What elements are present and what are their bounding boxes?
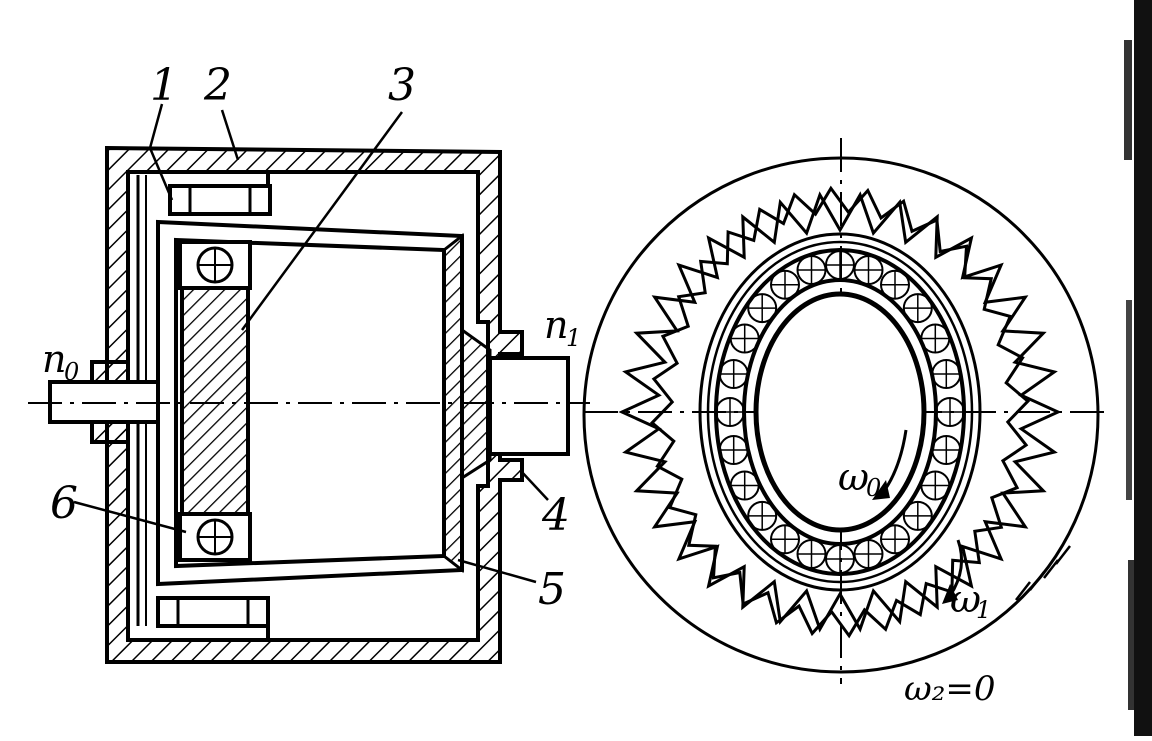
rigid-gear-teeth (618, 191, 1062, 633)
bearing-ball (880, 524, 910, 555)
bearing-ball (747, 500, 778, 531)
bearing-balls (715, 250, 965, 574)
labels: 1 2 3 4 5 6 n 0 n 1 ω 0 ω 1 ω₂=0 (42, 60, 995, 709)
bearing-ball (718, 435, 749, 465)
input-speed-label: n 0 (42, 337, 79, 386)
sectional-view (28, 103, 590, 664)
tooth-profiles (618, 185, 1062, 639)
callout-2: 2 (203, 60, 232, 111)
bearing-ball (825, 250, 855, 280)
svg-text:n: n (42, 337, 66, 381)
output-speed-label: n 1 (544, 303, 581, 352)
rigid-teeth-top (168, 184, 272, 216)
flexspline-inner (706, 240, 974, 584)
flexspline-teeth (649, 185, 1031, 639)
end-view (582, 138, 1104, 684)
bearing-ball (770, 269, 800, 300)
bearing-ball (853, 255, 884, 285)
flex-angular-label: ω 1 (950, 577, 991, 624)
scan-edge-noise (1124, 0, 1152, 736)
callout-3: 3 (388, 60, 416, 111)
svg-text:ω: ω (950, 577, 981, 621)
bearing-inner-race (742, 278, 938, 546)
bearing-ball (935, 397, 965, 427)
svg-text:0: 0 (64, 358, 79, 386)
callout-1: 1 (150, 60, 178, 111)
bearing-ball (902, 500, 933, 531)
ball-bearing-top (178, 240, 252, 290)
bearing-ball (880, 269, 910, 300)
bearing-ball (825, 544, 855, 574)
bearing-ball (853, 539, 884, 569)
bearing-ball (796, 255, 827, 285)
bearing-ball (770, 524, 800, 555)
wave-generator-ellipse (753, 291, 927, 533)
callout-4: 4 (541, 490, 570, 541)
housing-wall (105, 145, 524, 664)
wave-generator-cam (180, 284, 250, 516)
svg-text:1: 1 (976, 596, 991, 624)
rigid-angular-label: ω₂=0 (904, 669, 995, 709)
bearing-ball (931, 435, 962, 465)
flexspline-outer (698, 232, 982, 592)
bearing-ball (729, 323, 760, 354)
svg-text:ω: ω (838, 455, 869, 499)
output-shaft (488, 356, 570, 456)
bearing-ball (718, 359, 749, 389)
rigid-teeth-bottom (156, 596, 270, 628)
svg-text:n: n (544, 303, 568, 347)
callout-5: 5 (538, 564, 566, 615)
bearing-ball (715, 397, 745, 427)
svg-text:1: 1 (566, 324, 581, 352)
ball-bearing-bottom (178, 512, 252, 562)
svg-text:0: 0 (866, 474, 881, 502)
callout-6: 6 (50, 478, 78, 529)
bearing-ball (931, 359, 962, 389)
bearing-ball (796, 539, 827, 569)
bearing-ball (747, 293, 778, 324)
wave-angular-label: ω 0 (838, 455, 881, 502)
leader-lines (73, 103, 549, 584)
bearing-ball (902, 293, 933, 324)
